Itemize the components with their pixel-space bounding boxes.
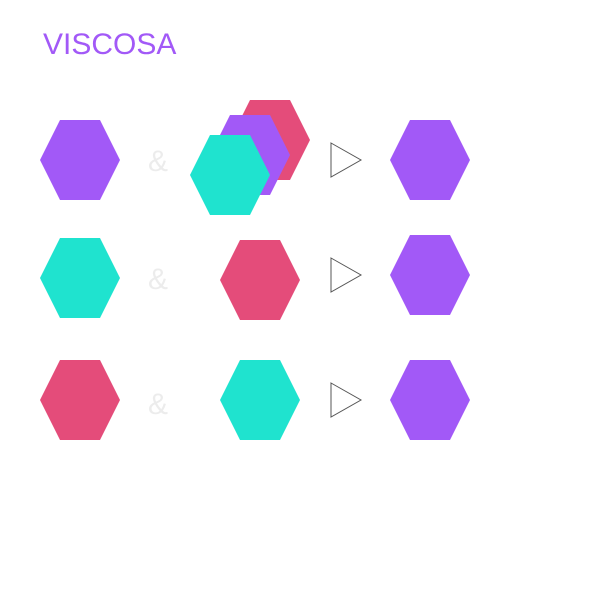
row-2-left-hexagon [40,238,120,318]
row-3-arrow-icon [330,382,363,418]
row-1-right-hexagon-front [190,135,270,215]
row-1-result-hexagon [390,120,470,200]
row-1-arrow-icon [330,142,363,178]
row-2-result-hexagon [390,235,470,315]
row-3: & [40,360,470,440]
row-3-left-hexagon [40,360,120,440]
row-2: & [40,235,470,320]
row-1: & [40,100,470,215]
row-3-ampersand: & [148,388,168,421]
row-1-left-hexagon [40,120,120,200]
page-title: VISCOSA [43,28,177,61]
row-2-ampersand: & [148,263,168,296]
row-3-right-hexagon [220,360,300,440]
row-2-right-hexagon [220,240,300,320]
row-1-ampersand: & [148,145,168,178]
row-2-arrow-icon [330,257,363,293]
row-3-result-hexagon [390,360,470,440]
